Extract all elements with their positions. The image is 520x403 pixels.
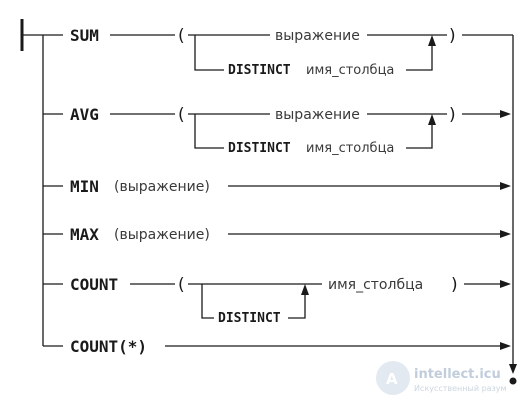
sum-close-paren: )	[449, 26, 456, 46]
sum-keyword: SUM	[70, 26, 99, 45]
exit-dot	[509, 377, 517, 385]
count-keyword: COUNT	[70, 275, 118, 294]
count-exit-arrow	[500, 280, 511, 288]
max-expression-label: (выражение)	[114, 227, 210, 243]
sum-open-paren: (	[178, 26, 185, 46]
avg-close-paren: )	[449, 105, 456, 125]
max-exit-arrow	[500, 230, 511, 238]
sum-distinct-column-label: имя_столбца	[306, 63, 394, 78]
trunk-down-arrow	[509, 364, 517, 374]
min-keyword: MIN	[70, 177, 99, 196]
watermark-logo-icon	[376, 361, 410, 395]
watermark-logo-letter: A	[386, 370, 398, 388]
avg-distinct-return	[406, 122, 433, 149]
avg-keyword: AVG	[70, 105, 99, 124]
count-open-paren: (	[178, 275, 185, 295]
count-close-paren: )	[451, 275, 458, 295]
count-distinct-keyword: DISTINCT	[218, 311, 281, 326]
sum-expression-label: выражение	[275, 28, 360, 44]
count-column-label: имя_столбца	[328, 277, 423, 293]
watermark-tagline: Искусственный разум	[414, 384, 507, 393]
count-star-exit-arrow	[500, 342, 511, 350]
max-keyword: MAX	[70, 225, 99, 244]
avg-distinct-up-arrow	[428, 114, 436, 125]
count-distinct-return	[288, 292, 306, 319]
sum-distinct-up-arrow	[428, 35, 436, 46]
avg-distinct-keyword: DISTINCT	[228, 141, 291, 156]
sum-distinct-keyword: DISTINCT	[228, 63, 291, 78]
avg-expression-label: выражение	[275, 107, 360, 123]
avg-distinct-column-label: имя_столбца	[306, 141, 394, 156]
sum-distinct-branch	[194, 35, 224, 71]
avg-open-paren: (	[178, 105, 185, 125]
avg-distinct-branch	[194, 114, 224, 149]
watermark: A intellect.icu Искусственный разум	[376, 361, 507, 395]
min-exit-arrow	[500, 182, 511, 190]
count-distinct-up-arrow	[301, 284, 309, 295]
watermark-site: intellect.icu	[414, 367, 501, 382]
sum-distinct-return	[406, 43, 433, 71]
count-distinct-branch	[201, 284, 214, 319]
avg-exit-arrow	[500, 110, 511, 118]
min-expression-label: (выражение)	[114, 179, 210, 195]
count-star-keyword: COUNT(*)	[70, 337, 147, 356]
